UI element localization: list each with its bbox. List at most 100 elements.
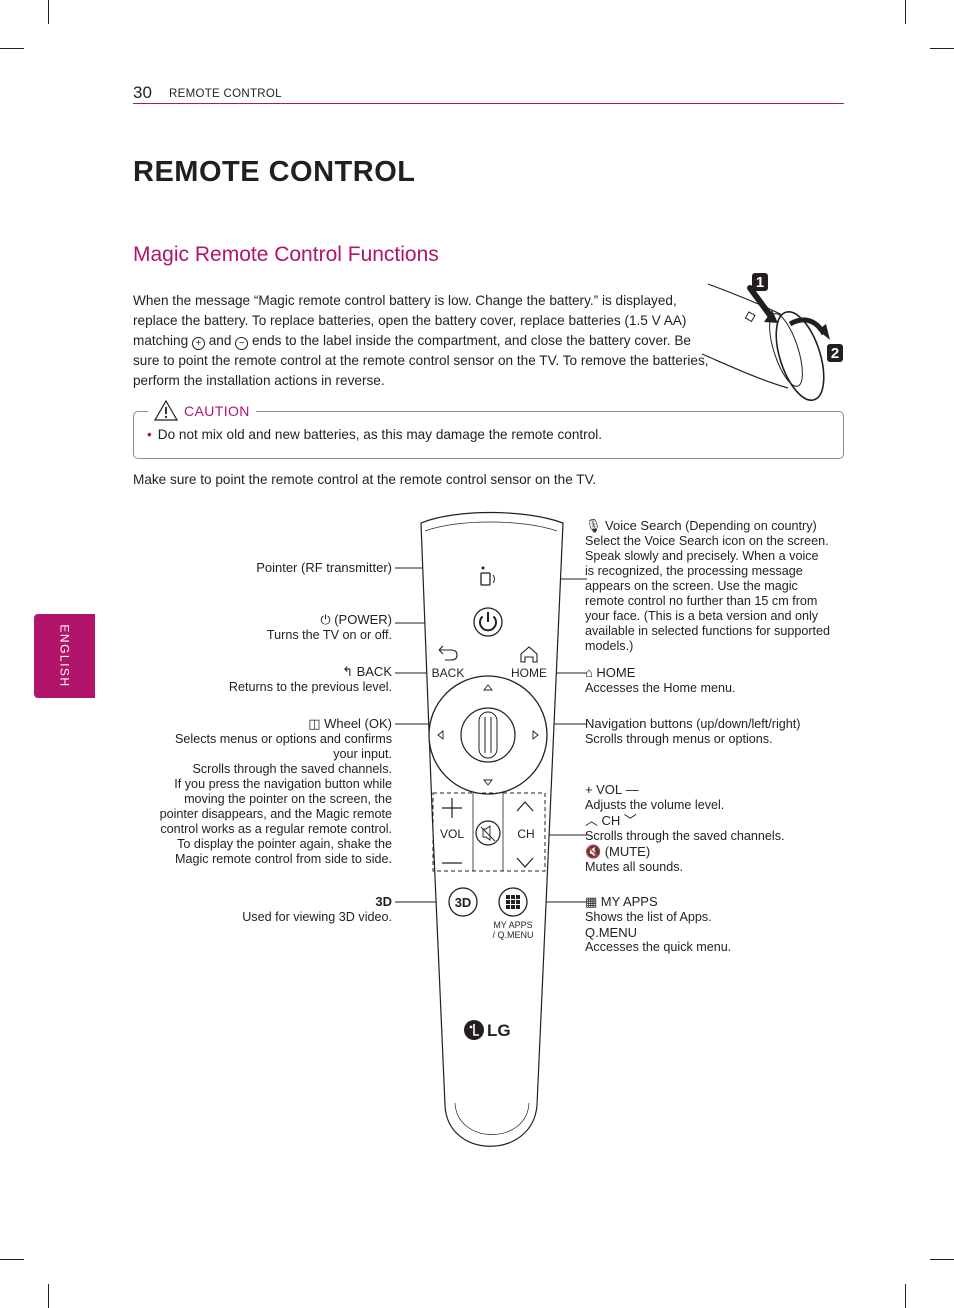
pointing-note: Make sure to point the remote control at…	[133, 472, 597, 487]
plus-icon: +	[191, 337, 205, 350]
home-button-label: HOME	[511, 666, 547, 680]
crop-mark	[930, 48, 954, 49]
vol-title: VOL	[596, 782, 623, 797]
ch-up-icon	[516, 801, 534, 812]
caution-header: CAUTION	[148, 400, 256, 421]
mute-icon	[482, 825, 491, 841]
ch-desc: Scrolls through the saved channels.	[585, 829, 785, 843]
vol-up-icon	[442, 798, 462, 818]
nav-desc: Scrolls through menus or options.	[585, 732, 773, 746]
mute-icon: 🔇	[585, 844, 602, 859]
intro-text: When the message “Magic remote control b…	[133, 293, 687, 348]
back-icon: ↰	[342, 664, 354, 679]
step-2-label: 2	[831, 345, 839, 362]
voice-search-icon	[480, 572, 491, 586]
apps-desc: Shows the list of Apps.	[585, 910, 712, 924]
wheel-desc-line: moving the pointer on the screen, the	[184, 792, 392, 806]
back-arrow-icon	[438, 645, 458, 661]
wheel-desc-line: If you press the navigation button while	[174, 777, 392, 791]
home-title: HOME	[596, 665, 636, 680]
my-apps-grid-icon	[506, 895, 520, 909]
wheel-desc-line: control works as a regular remote contro…	[160, 822, 392, 836]
apps-title: MY APPS	[600, 894, 658, 909]
wheel-desc-line: your input.	[333, 747, 392, 761]
my-apps-label: MY APPS	[493, 920, 532, 930]
label-my-apps: ▦ MY APPS Shows the list of Apps. Q.MENU…	[585, 894, 850, 955]
power-title: (POWER)	[334, 612, 392, 627]
3d-button-label: 3D	[455, 895, 472, 910]
vol-ch-panel	[432, 792, 546, 872]
wheel-desc-line: Selects menus or options and confirms	[175, 732, 392, 746]
caution-label: CAUTION	[184, 402, 250, 419]
nav-note: (up/down/left/right)	[696, 717, 801, 731]
mute-button	[475, 820, 501, 846]
crop-mark	[48, 1284, 49, 1308]
crop-mark	[0, 1259, 24, 1260]
3d-title: 3D	[375, 894, 392, 909]
language-tab-label: ENGLISH	[34, 614, 95, 698]
language-tab	[34, 614, 95, 698]
crop-mark	[905, 0, 906, 24]
3d-button	[448, 887, 478, 917]
language-tab-text: ENGLISH	[57, 624, 72, 688]
voice-search-icon: 🎙	[585, 518, 602, 533]
label-pointer: Pointer (RF transmitter)	[150, 560, 392, 576]
mute-title: (MUTE)	[604, 844, 651, 859]
ch-title: CH	[601, 813, 621, 828]
intro-text: ends to the label inside the compartment…	[133, 333, 709, 388]
running-header: REMOTE CONTROL	[169, 88, 282, 100]
label-vol-ch-mute: + VOL — Adjusts the volume level. ︿ CH ﹀…	[585, 782, 850, 875]
ch-down-icon	[516, 857, 534, 868]
voice-desc-line: Speak slowly and precisely. When a voice	[585, 549, 819, 563]
nav-left-icon	[437, 730, 444, 740]
label-voice-search: 🎙 Voice Search (Depending on country) Se…	[585, 518, 850, 654]
step-1-label: 1	[756, 274, 764, 291]
wheel-desc-line: Magic remote control from side to side.	[175, 852, 392, 866]
voice-title: Voice Search	[605, 518, 682, 533]
bullet: •	[147, 427, 152, 442]
label-wheel: ◫ Wheel (OK) Selects menus or options an…	[130, 716, 392, 867]
label-home: ⌂ HOME Accesses the Home menu.	[585, 665, 850, 696]
magic-remote-illustration: BACK HOME VOL CH 3D MY APPS / Q.MENU LG	[395, 511, 587, 1147]
voice-desc-line: models.)	[585, 639, 634, 653]
label-3d: 3D Used for viewing 3D video.	[150, 894, 392, 925]
qmenu-label: / Q.MENU	[492, 930, 533, 940]
step-1-badge	[752, 273, 768, 291]
crop-mark	[0, 48, 24, 49]
nav-up-icon	[483, 684, 493, 691]
plus-icon: +	[585, 782, 593, 797]
lg-logo-text: LG	[487, 1021, 511, 1040]
minus-icon: −	[235, 337, 249, 350]
ch-label: CH	[517, 827, 534, 841]
qmenu-title: Q.MENU	[585, 925, 637, 940]
wheel-desc-line: To display the pointer again, shake the	[177, 837, 392, 851]
nav-title: Navigation buttons	[585, 716, 693, 731]
section-title: Magic Remote Control Functions	[133, 243, 439, 266]
vol-label: VOL	[440, 827, 464, 841]
page-title: REMOTE CONTROL	[133, 156, 416, 188]
crop-mark	[48, 0, 49, 24]
wheel-icon: ◫	[308, 716, 321, 731]
back-desc: Returns to the previous level.	[228, 680, 392, 694]
3d-desc: Used for viewing 3D video.	[242, 910, 392, 924]
back-button-label: BACK	[432, 666, 465, 680]
page-number: 30	[133, 83, 152, 102]
voice-desc-line: available in selected functions for supp…	[585, 624, 831, 638]
label-back: ↰ BACK Returns to the previous level.	[150, 664, 392, 695]
qmenu-desc: Accesses the quick menu.	[585, 940, 732, 954]
minus-icon: —	[625, 782, 639, 797]
crop-mark	[905, 1284, 906, 1308]
voice-desc-line: remote control no further than 15 cm fro…	[585, 594, 818, 608]
wheel-title: Wheel (OK)	[324, 716, 392, 731]
voice-desc-line: your face. (This is a beta version and o…	[585, 609, 819, 623]
voice-desc-line: Select the Voice Search icon on the scre…	[585, 534, 829, 548]
label-navigation: Navigation buttons (up/down/left/right) …	[585, 716, 850, 747]
header-rule	[133, 103, 844, 104]
voice-desc-line: is recognized, the processing message	[585, 564, 803, 578]
wheel-desc-line: pointer disappears, and the Magic remote	[159, 807, 392, 821]
wheel-desc-line: Scrolls through the saved channels.	[192, 762, 392, 776]
grid-icon: ▦	[585, 894, 598, 909]
nav-right-icon	[532, 730, 539, 740]
vol-desc: Adjusts the volume level.	[585, 798, 725, 812]
caution-item: Do not mix old and new batteries, as thi…	[157, 427, 603, 442]
